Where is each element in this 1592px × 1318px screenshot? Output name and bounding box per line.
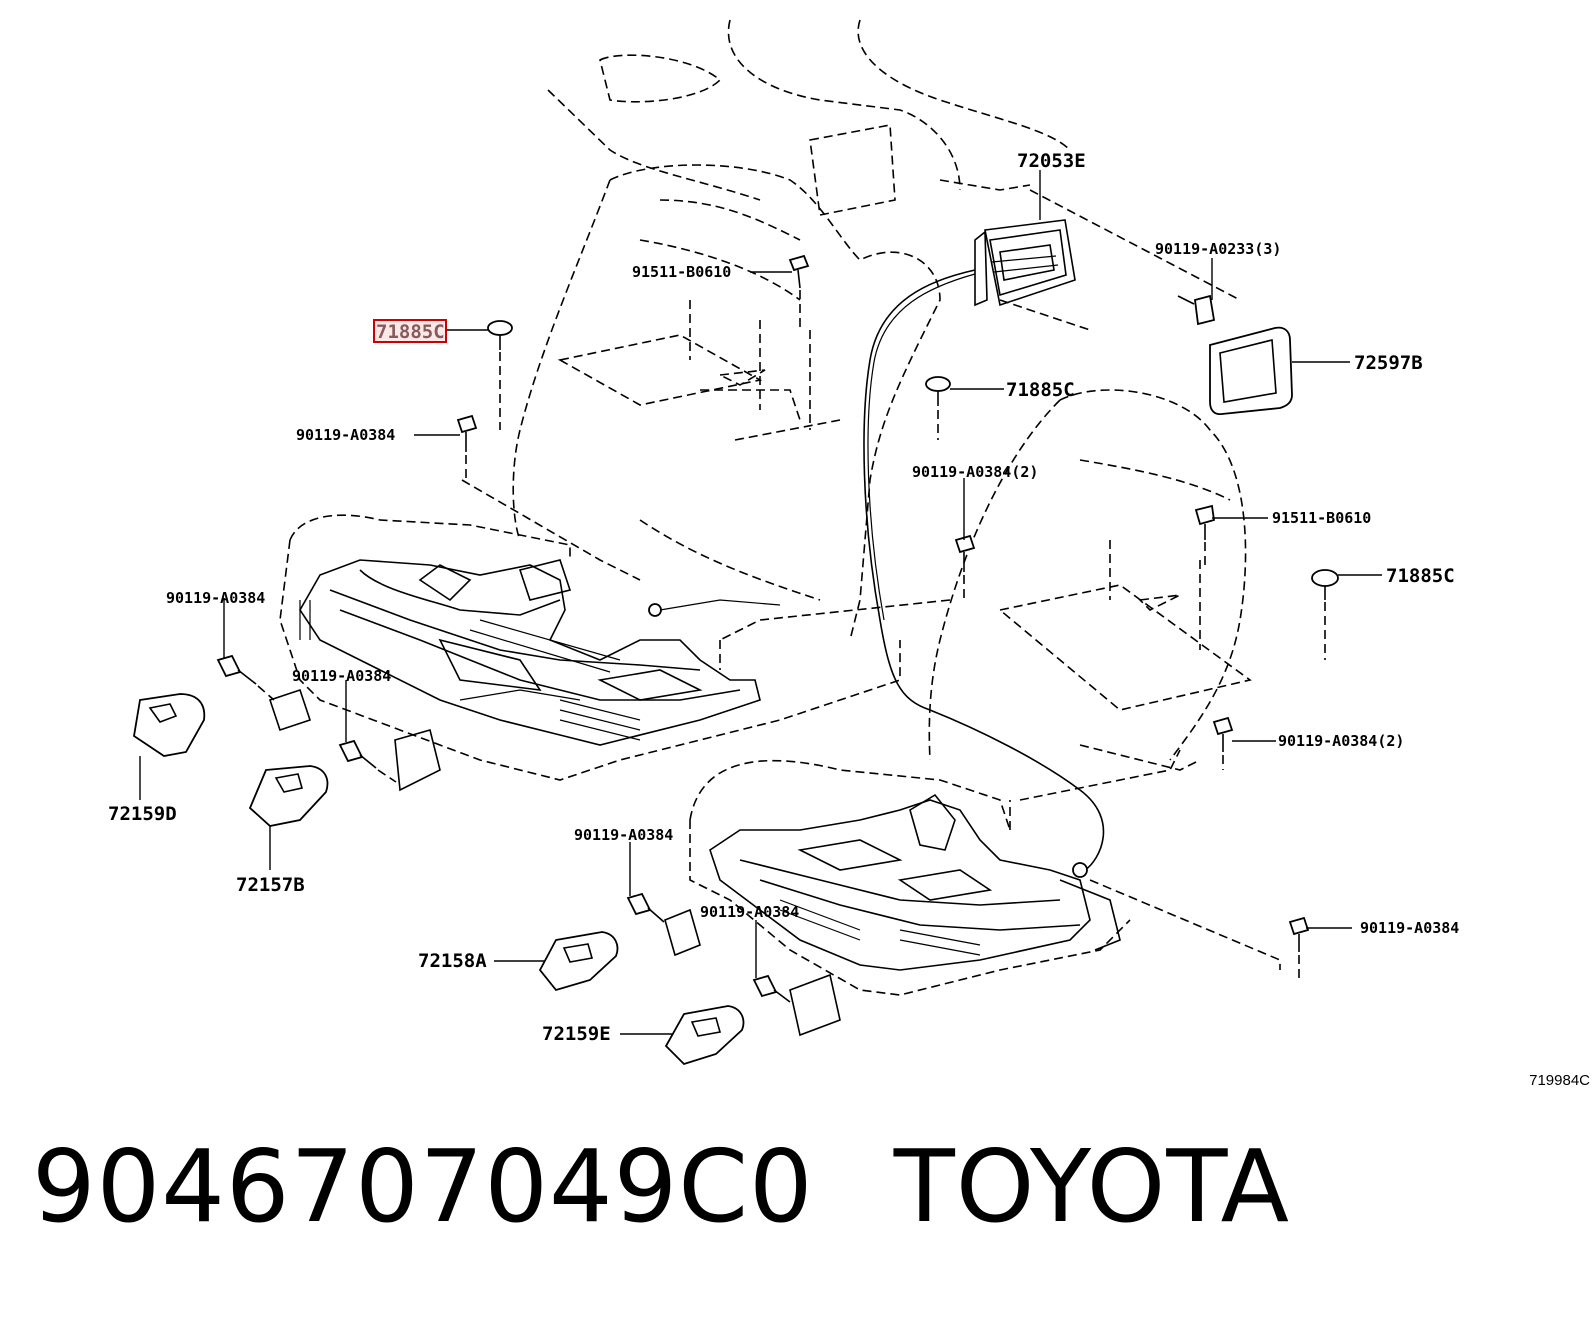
- callout-90119-a0384-right[interactable]: 90119-A0384: [1360, 919, 1459, 937]
- callout-72053e[interactable]: 72053E: [1017, 150, 1086, 172]
- callout-labels: 72053E 90119-A0233(3) 91511-B0610 71885C…: [108, 150, 1459, 1045]
- callout-72159d[interactable]: 72159D: [108, 803, 177, 825]
- leader-lines: [139, 170, 1382, 1035]
- parts-diagram: 72053E 90119-A0233(3) 91511-B0610 71885C…: [108, 19, 1459, 1066]
- seat-covers: [133, 693, 745, 1066]
- callout-90119-a0384-frame-center[interactable]: 90119-A0384: [292, 667, 391, 685]
- cover-icon: [248, 765, 329, 827]
- bolt-icon: [1194, 504, 1216, 565]
- highlight-box: [373, 319, 447, 343]
- callout-71885c-rear[interactable]: 71885C: [1386, 565, 1455, 587]
- part-number: 9046707049C0: [32, 1128, 814, 1245]
- callout-72157b[interactable]: 72157B: [236, 874, 305, 896]
- cover-icon: [664, 1005, 745, 1066]
- callout-90119-a0384-2-rear[interactable]: 90119-A0384(2): [1278, 732, 1404, 750]
- bolt-icon: [752, 974, 791, 1003]
- rear-seat-frame: [664, 749, 1281, 1037]
- fasteners: [216, 254, 1339, 1003]
- bolt-icon: [456, 414, 478, 480]
- bolt-icon: [626, 892, 665, 923]
- cover-icon: [133, 693, 206, 757]
- vehicle-outline: [547, 19, 1071, 216]
- clip-icon: [1311, 569, 1339, 660]
- clip-icon: [487, 320, 513, 430]
- wire-harness: [648, 269, 1105, 878]
- bolt-icon: [788, 254, 810, 330]
- bolt-icon: [1177, 294, 1216, 326]
- front-seat-frame: [268, 479, 951, 792]
- bolt-icon: [338, 739, 397, 783]
- callout-90119-a0384-lower-2[interactable]: 90119-A0384: [700, 903, 799, 921]
- callout-72159e[interactable]: 72159E: [542, 1023, 611, 1045]
- bolt-icon: [216, 654, 275, 701]
- callout-90119-a0233[interactable]: 90119-A0233(3): [1155, 240, 1281, 258]
- callout-72597b[interactable]: 72597B: [1354, 352, 1423, 374]
- callout-91511-b0610-rear[interactable]: 91511-B0610: [1272, 509, 1371, 527]
- ecu-module: [974, 189, 1241, 331]
- footer-title: 9046707049C0 TOYOTA: [32, 1128, 1290, 1245]
- callout-90119-a0384-lower[interactable]: 90119-A0384: [574, 826, 673, 844]
- front-seat-back-outline: [512, 164, 941, 641]
- rear-seat-back-outline: [928, 389, 1252, 771]
- bolt-icon: [1288, 916, 1310, 980]
- clip-icon: [925, 376, 951, 440]
- cover-icon: [538, 931, 619, 992]
- callout-90119-a0384-left[interactable]: 90119-A0384: [296, 426, 395, 444]
- callout-71885c-middle[interactable]: 71885C: [1006, 379, 1075, 401]
- diagram-code: 719984C: [1529, 1072, 1590, 1089]
- callout-71885c-highlighted[interactable]: 71885C: [376, 321, 445, 343]
- bolt-icon: [954, 534, 976, 600]
- callout-91511-b0610-front[interactable]: 91511-B0610: [632, 263, 731, 281]
- callout-90119-a0384-frame-left[interactable]: 90119-A0384: [166, 589, 265, 607]
- brand-name: TOYOTA: [893, 1128, 1291, 1245]
- bolt-icon: [1212, 716, 1234, 770]
- bezel-trim: [1209, 326, 1293, 415]
- callout-72158a[interactable]: 72158A: [418, 950, 487, 972]
- callout-90119-a0384-2-middle[interactable]: 90119-A0384(2): [912, 463, 1038, 481]
